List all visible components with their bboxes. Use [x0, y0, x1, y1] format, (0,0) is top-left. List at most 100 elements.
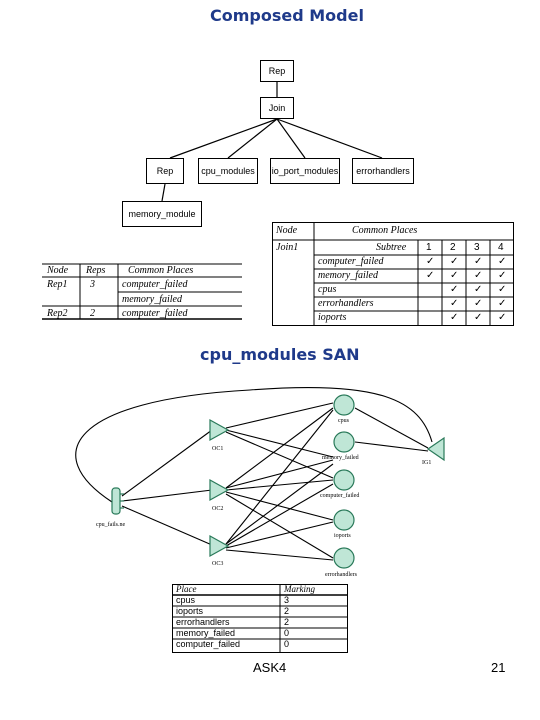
san-arc [354, 407, 429, 449]
join-table-place: cpus [318, 284, 337, 295]
san-arc [354, 441, 429, 452]
tree-node-rep-root: Rep [260, 60, 294, 82]
place-label-computer-failed: computer_failed [320, 492, 359, 499]
san-arc [225, 407, 334, 489]
composed-model-tree-edges [161, 82, 383, 202]
san-arc [225, 409, 334, 545]
activity-label-oc1: OC1 [212, 446, 223, 452]
san-arc [225, 402, 334, 429]
check-mark-icon: ✓ [498, 256, 507, 267]
activity-ig1 [426, 436, 445, 462]
join-table-place: memory_failed [318, 270, 378, 281]
san-arc [225, 429, 334, 458]
join-table-subtree-col: 4 [498, 242, 504, 253]
marking-row-place: ioports [176, 606, 204, 616]
join-table-place: ioports [318, 312, 347, 323]
place-label-ioports: ioports [334, 533, 351, 539]
activity-oc1 [209, 418, 230, 442]
check-mark-icon: ✓ [450, 270, 459, 281]
join-table-subtree-col: 2 [450, 242, 456, 253]
san-arc [225, 549, 334, 561]
tree-node-memory-module: memory_module [122, 201, 202, 227]
check-mark-icon: ✓ [450, 284, 459, 295]
join-table-header-node: Node [276, 225, 298, 236]
marking-row-place: cpus [176, 595, 196, 605]
tree-node-cpu-modules: cpu_modules [198, 158, 258, 184]
marking-row-value: 2 [284, 617, 290, 627]
place-ioports [333, 509, 355, 531]
join-table-node-join1: Join1 [276, 242, 299, 253]
place-computer-failed [333, 469, 355, 491]
place-label-cpus: cpus [338, 418, 350, 424]
marking-row-value: 2 [284, 606, 290, 616]
footer-label: ASK4 [253, 660, 287, 675]
composed-model-title: Composed Model [210, 6, 364, 25]
activity-label-ig1: IG1 [422, 460, 431, 466]
rep-table-place: computer_failed [122, 279, 188, 290]
tree-node-join: Join [260, 97, 294, 119]
san-diagram: cpus memory_failed computer_failed iopor… [75, 386, 445, 578]
marking-row-value: 0 [284, 628, 290, 638]
join-table-subtree-label: Subtree [376, 242, 407, 253]
place-label-errorhandlers: errorhandlers [325, 572, 358, 578]
join-table-subtree-col: 1 [426, 242, 432, 253]
san-arc [225, 493, 334, 559]
rep-table-node-rep1: Rep1 [47, 279, 68, 290]
activity-label-oc3: OC3 [212, 561, 223, 567]
join-table-place: errorhandlers [318, 298, 374, 309]
place-errorhandlers [333, 547, 355, 569]
check-mark-icon: ✓ [474, 298, 483, 309]
check-mark-icon: ✓ [474, 256, 483, 267]
rep-table-header-common-places: Common Places [128, 265, 194, 276]
check-mark-icon: ✓ [498, 284, 507, 295]
check-mark-icon: ✓ [450, 312, 459, 323]
san-arc-gate-to-ig1 [75, 386, 433, 503]
gate-label: cpu_fails.ne [96, 521, 125, 528]
san-arc [225, 479, 334, 491]
activity-oc2 [209, 478, 230, 502]
join-table-subtree-col: 3 [474, 242, 480, 253]
marking-header-place: Place [176, 584, 197, 594]
place-memory-failed [333, 431, 355, 453]
rep-table-place: computer_failed [122, 308, 188, 319]
check-mark-icon: ✓ [474, 270, 483, 281]
marking-table: Place Marking cpus 3 ioports 2 errorhand… [172, 584, 348, 654]
check-mark-icon: ✓ [498, 312, 507, 323]
marking-row-value: 0 [284, 639, 290, 649]
san-arc [121, 429, 213, 497]
rep-table-reps-rep1: 3 [90, 279, 95, 290]
marking-header-marking: Marking [284, 584, 315, 594]
check-mark-icon: ✓ [426, 270, 435, 281]
input-gate-cpu-fails [111, 487, 124, 515]
tree-node-errorhandlers: errorhandlers [352, 158, 414, 184]
check-mark-icon: ✓ [426, 256, 435, 267]
san-arc [121, 505, 213, 546]
check-mark-icon: ✓ [450, 298, 459, 309]
rep-table-place: memory_failed [122, 294, 182, 305]
san-arc [225, 463, 334, 545]
marking-row-value: 3 [284, 595, 290, 605]
join-table-lines [272, 222, 514, 326]
rep-table-node-rep2: Rep2 [47, 308, 68, 319]
check-mark-icon: ✓ [474, 284, 483, 295]
check-mark-icon: ✓ [450, 256, 459, 267]
rep-table-lines [42, 263, 242, 320]
activity-oc3 [209, 534, 230, 558]
check-mark-icon: ✓ [498, 270, 507, 281]
place-cpus [333, 394, 355, 416]
rep-table-header-reps: Reps [86, 265, 106, 276]
marking-row-place: computer_failed [176, 639, 241, 649]
san-arc [225, 431, 334, 479]
page-number: 21 [491, 660, 506, 675]
join-table-place: computer_failed [318, 256, 384, 267]
join-table-header-common-places: Common Places [352, 225, 418, 236]
san-arc [225, 483, 334, 547]
rep-table-header-node: Node [47, 265, 69, 276]
tree-node-io-port-modules: io_port_modules [270, 158, 340, 184]
san-arc [225, 521, 334, 549]
san-arc [225, 491, 334, 521]
activity-label-oc2: OC2 [212, 506, 223, 512]
rep-table: Node Reps Common Places Rep1 3 computer_… [42, 262, 242, 322]
marking-row-place: errorhandlers [176, 617, 230, 627]
marking-table-lines [172, 584, 348, 653]
